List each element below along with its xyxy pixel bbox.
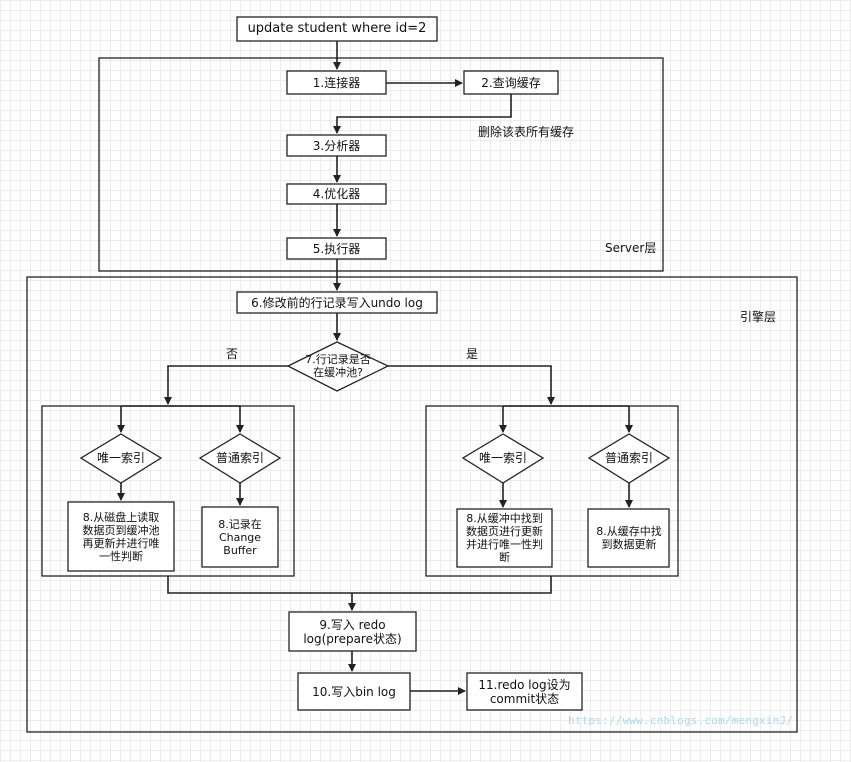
query-cache-box (463, 70, 559, 95)
watermark-url: https://www.cnblogs.com/mengxinJ/ (568, 714, 794, 727)
engine-layer-label: 引擎层 (740, 310, 777, 324)
redo-commit-box (466, 672, 583, 711)
right-unique-index-decision (461, 433, 545, 484)
edge-decision-no (164, 365, 288, 405)
left-normal-action-box (201, 506, 279, 568)
no-branch-label: 否 (226, 347, 239, 361)
left-unique-action-box (67, 501, 175, 572)
left-normal-index-decision (198, 433, 282, 484)
edge-cache-to-analyzer (333, 94, 512, 134)
edge-merge (167, 576, 552, 594)
delete-cache-note: 删除该表所有缓存 (478, 125, 575, 139)
update-sql-box (236, 16, 438, 42)
right-unique-action-box (456, 508, 553, 568)
server-layer-frame (98, 57, 664, 272)
optimizer-box (286, 183, 387, 205)
right-normal-action-box (587, 508, 670, 568)
buffer-pool-decision (286, 341, 390, 392)
connector-box (286, 70, 387, 95)
server-layer-label: Server层 (605, 241, 657, 255)
left-unique-index-decision (79, 433, 163, 484)
engine-layer-frame (26, 276, 798, 733)
undo-log-box (236, 291, 438, 314)
binlog-box (297, 672, 411, 711)
executor-box (286, 237, 387, 260)
edge-decision-yes (388, 365, 555, 405)
yes-branch-label: 是 (466, 347, 479, 361)
analyzer-box (286, 134, 387, 157)
right-normal-index-decision (587, 433, 671, 484)
redo-prepare-box (288, 611, 417, 652)
